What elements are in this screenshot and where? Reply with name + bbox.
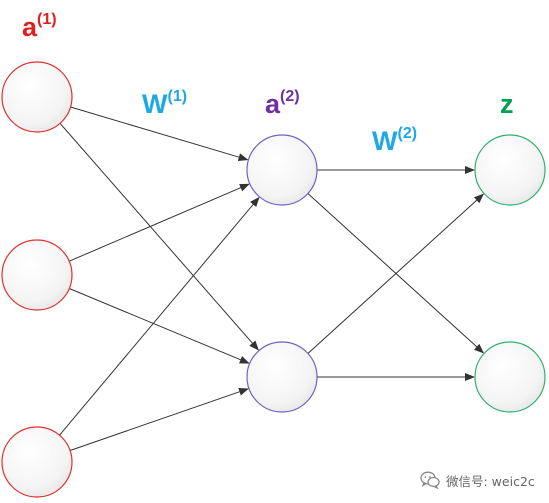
edge-input-2-to-hidden-2 bbox=[69, 288, 250, 364]
input-node-1 bbox=[1, 61, 73, 133]
wechat-icon bbox=[420, 471, 440, 489]
watermark: 微信号: weic2c bbox=[420, 470, 535, 490]
output-node-2 bbox=[474, 341, 546, 413]
input-node-3 bbox=[1, 426, 73, 498]
edge-hidden-1-to-output-2 bbox=[307, 193, 485, 354]
watermark-text: 微信号: weic2c bbox=[446, 473, 535, 489]
output-layer-label: z bbox=[500, 89, 514, 119]
weights-1-label: W(1) bbox=[142, 88, 187, 119]
hidden-node-2 bbox=[246, 341, 318, 413]
hidden-node-1 bbox=[246, 134, 318, 206]
edge-input-3-to-hidden-2 bbox=[69, 387, 249, 451]
hidden-layer-label: a(2) bbox=[265, 88, 300, 119]
network-nodes bbox=[1, 61, 546, 498]
input-layer-label: a(1) bbox=[22, 11, 57, 42]
edge-input-3-to-hidden-1 bbox=[59, 196, 260, 436]
weights-2-label: W(2) bbox=[372, 125, 417, 156]
edge-input-1-to-hidden-1 bbox=[70, 106, 249, 161]
output-node-1 bbox=[474, 134, 546, 206]
edge-input-2-to-hidden-1 bbox=[69, 183, 250, 262]
input-node-2 bbox=[1, 239, 73, 311]
connection-edges bbox=[59, 106, 485, 451]
edge-input-1-to-hidden-2 bbox=[59, 122, 259, 351]
edge-hidden-2-to-output-1 bbox=[307, 193, 485, 354]
